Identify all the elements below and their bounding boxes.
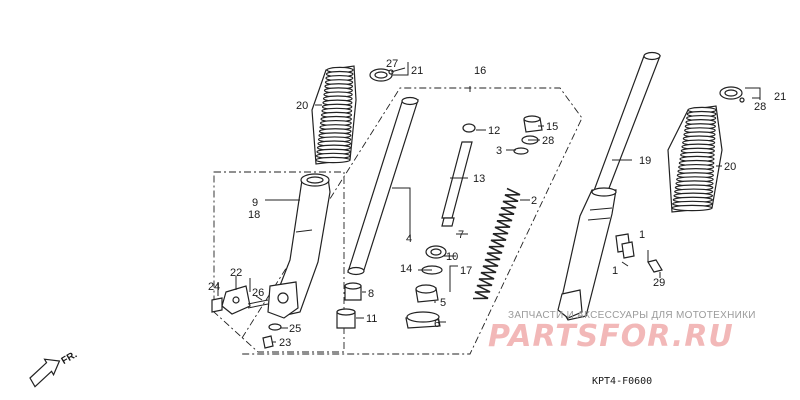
damper-rod xyxy=(441,123,476,227)
callout-20-right: 20 xyxy=(724,161,736,173)
small-hardware-left xyxy=(262,323,282,349)
callout-19: 19 xyxy=(639,155,651,167)
callout-28-right: 28 xyxy=(754,101,766,113)
spring-coil xyxy=(472,187,521,300)
callout-8: 7 xyxy=(458,229,464,241)
callout-16: 16 xyxy=(474,65,486,77)
boot-rib xyxy=(671,204,713,212)
watermark-logo: PARTSFOR.RU xyxy=(488,319,734,354)
diagram-code: KPT4-F0600 xyxy=(592,376,652,387)
callout-21-right: 21 xyxy=(774,91,786,103)
callout-23: 23 xyxy=(279,337,291,349)
callout-12: 12 xyxy=(488,125,500,137)
callout-25: 25 xyxy=(289,323,301,335)
callout-4: 4 xyxy=(406,233,412,245)
callout-3: 3 xyxy=(496,145,502,157)
caliper-bracket xyxy=(211,285,269,315)
callout-5: 5 xyxy=(440,297,446,309)
left-dust-boot xyxy=(311,65,357,165)
callout-22: 22 xyxy=(230,267,242,279)
callout-labels: 20 27 21 16 12 13 7 10 14 17 5 6 8 11 4 … xyxy=(208,58,786,349)
right-boot-clip xyxy=(719,86,745,103)
front-direction-indicator: FR. xyxy=(29,349,80,388)
front-direction-label: FR. xyxy=(60,349,80,367)
front-arrow-icon xyxy=(29,358,61,388)
callout-26: 28 xyxy=(542,135,554,147)
boot-rib xyxy=(315,156,351,164)
callout-11: 11 xyxy=(366,313,377,325)
callout-28-left: 27 xyxy=(386,58,398,70)
left-fork-slider xyxy=(267,173,331,319)
callout-7: 8 xyxy=(368,288,374,300)
right-fork-assembly xyxy=(557,51,661,321)
fork-spring xyxy=(472,187,521,300)
callout-29: 29 xyxy=(653,277,665,289)
callout-20-left: 20 xyxy=(296,100,308,112)
seals-and-rings xyxy=(405,245,447,329)
cap-bolt-parts xyxy=(513,115,543,155)
callout-10: 10 xyxy=(446,251,458,263)
callout-9: 9 xyxy=(252,197,258,209)
callout-27: 26 xyxy=(252,287,264,299)
callout-6: 6 xyxy=(434,318,440,330)
leader-lines xyxy=(217,62,761,343)
watermark-text: ЗАПЧАСТИ И АКСЕССУАРЫ ДЛЯ МОТОТЕХНИКИ xyxy=(508,310,756,321)
callout-14: 14 xyxy=(400,263,412,275)
fork-bushings xyxy=(336,282,362,329)
callout-15: 15 xyxy=(546,121,558,133)
watermark: ЗАПЧАСТИ И АКСЕССУАРЫ ДЛЯ МОТОТЕХНИКИ PA… xyxy=(488,310,756,354)
callout-2: 2 xyxy=(531,195,537,207)
callout-1-upper: 1 xyxy=(639,229,645,241)
assembly-outlines xyxy=(213,87,583,355)
callout-1-lower: 1 xyxy=(612,265,618,277)
callout-18: 18 xyxy=(248,209,260,221)
callout-13: 13 xyxy=(473,173,485,185)
right-dust-boot xyxy=(667,105,723,213)
right-clamps xyxy=(615,233,663,273)
left-boot-clip xyxy=(369,68,394,82)
callout-21-left: 21 xyxy=(411,65,423,77)
fork-tube xyxy=(347,96,419,276)
callout-24: 24 xyxy=(208,281,220,293)
callout-17: 17 xyxy=(460,265,472,277)
